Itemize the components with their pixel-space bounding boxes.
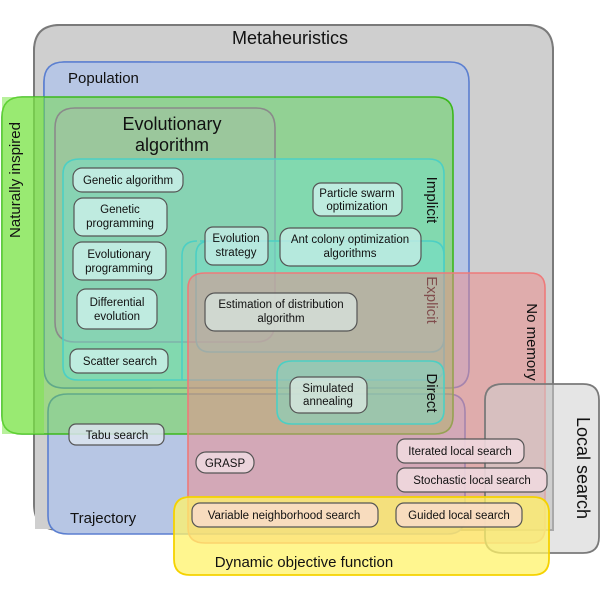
label-metaheuristics: Metaheuristics [232,28,348,48]
item-estimation-distribution: Estimation of distribution algorithm [204,292,358,332]
label-direct: Direct [423,373,440,413]
label-naturally-inspired: Naturally inspired [7,122,24,238]
item-stochastic-local-search: Stochastic local search [396,467,548,493]
label-trajectory: Trajectory [70,510,137,527]
item-genetic-algorithm: Genetic algorithm [72,167,184,193]
svg-text:annealing: annealing [303,396,353,408]
svg-text:Tabu search: Tabu search [86,430,149,442]
label-evolutionary-algorithm-2: algorithm [135,135,209,155]
item-grasp: GRASP [195,451,255,474]
svg-text:Iterated local search: Iterated local search [408,446,512,458]
svg-text:Scatter search: Scatter search [83,356,157,368]
svg-text:Stochastic local search: Stochastic local search [413,475,531,487]
svg-text:Differential: Differential [90,297,145,309]
svg-text:Guided local search: Guided local search [408,510,510,522]
item-evolutionary-programming: Evolutionary programming [72,241,167,281]
svg-text:evolution: evolution [94,311,140,323]
svg-text:programming: programming [85,263,153,275]
item-tabu-search: Tabu search [68,423,165,446]
item-genetic-programming: Genetic programming [73,197,168,237]
svg-text:Variable neighborhood search: Variable neighborhood search [208,510,361,522]
item-evolution-strategy: Evolution strategy [204,226,269,266]
svg-text:Simulated: Simulated [302,383,353,395]
svg-text:Genetic: Genetic [100,204,140,216]
svg-text:programming: programming [86,218,154,230]
item-particle-swarm: Particle swarm optimization [312,182,403,217]
label-population: Population [68,70,139,87]
svg-text:GRASP: GRASP [205,458,246,470]
item-differential-evolution: Differential evolution [76,288,158,330]
svg-text:Particle swarm: Particle swarm [319,188,394,200]
svg-text:Estimation of distribution: Estimation of distribution [218,299,343,311]
label-local-search: Local search [573,417,593,519]
item-guided-local-search: Guided local search [395,502,523,528]
item-simulated-annealing: Simulated annealing [289,376,368,414]
item-scatter-search: Scatter search [69,348,169,374]
svg-text:Ant colony optimization: Ant colony optimization [291,234,409,246]
svg-text:Evolution: Evolution [212,233,259,245]
svg-text:strategy: strategy [216,247,257,259]
svg-text:algorithm: algorithm [257,313,304,325]
label-evolutionary-algorithm-1: Evolutionary [122,114,221,134]
label-dynamic-objective: Dynamic objective function [215,554,393,571]
svg-text:algorithms: algorithms [323,248,376,260]
item-iterated-local-search: Iterated local search [396,438,525,464]
svg-text:Evolutionary: Evolutionary [87,249,151,261]
svg-text:optimization: optimization [326,201,387,213]
label-no-memory: No memory [523,303,540,381]
item-variable-neighborhood-search: Variable neighborhood search [191,502,379,528]
item-ant-colony: Ant colony optimization algorithms [279,227,422,267]
svg-text:Genetic algorithm: Genetic algorithm [83,175,173,187]
label-implicit: Implicit [423,177,440,225]
